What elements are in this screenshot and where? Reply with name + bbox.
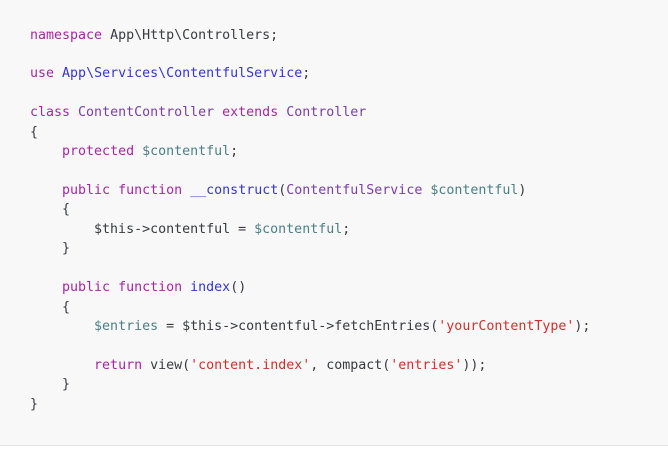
- code-token-str: 'entries': [390, 357, 463, 373]
- code-token-plain: }: [30, 241, 71, 257]
- code-line: [30, 162, 590, 181]
- code-token-cls: ContentfulService: [286, 183, 423, 198]
- code-token-kw: return: [94, 357, 143, 373]
- code-token-plain: ;: [342, 221, 351, 237]
- code-token-plain: (): [230, 280, 247, 296]
- code-line: {: [30, 298, 590, 317]
- code-token-kw: public: [62, 183, 111, 198]
- code-line: }: [30, 239, 590, 258]
- code-line: $this->contentful = $contentful;: [30, 220, 590, 239]
- code-line: [30, 259, 590, 278]
- code-token-plain: (: [278, 183, 287, 198]
- code-content: namespace App\Http\Controllers; use App\S…: [30, 26, 590, 415]
- code-token-plain: [214, 105, 222, 120]
- code-token-kw: extends: [222, 105, 279, 121]
- code-token-plain: }: [30, 377, 71, 393]
- code-token-plain: $this->contentful =: [30, 221, 255, 237]
- code-line: }: [30, 395, 590, 414]
- code-token-plain: = $this->contentful->fetchEntries(: [158, 319, 439, 335]
- code-token-var: $contentful: [254, 221, 343, 237]
- code-token-kw: namespace: [30, 27, 103, 43]
- code-token-plain: [30, 319, 94, 334]
- code-token-fn: index: [190, 280, 231, 296]
- code-line: }: [30, 375, 590, 394]
- code-line: return view('content.index', compact('en…: [30, 356, 590, 375]
- code-token-var: $entries: [94, 319, 159, 335]
- code-token-plain: }: [30, 396, 39, 412]
- code-token-fn: __construct: [190, 183, 279, 198]
- code-line: use App\Services\ContentfulService;: [30, 64, 590, 83]
- code-token-plain: {: [30, 124, 39, 140]
- code-token-kw: class: [30, 105, 71, 121]
- code-token-plain: [30, 358, 94, 373]
- code-line: public function index(): [30, 278, 590, 297]
- code-token-plain: [110, 280, 118, 295]
- code-token-plain: App\Http\Controllers;: [102, 27, 279, 43]
- code-token-plain: [30, 183, 62, 198]
- code-token-plain: ): [518, 183, 527, 198]
- code-token-plain: );: [574, 319, 591, 335]
- code-line: [30, 45, 590, 64]
- code-token-plain: [182, 183, 190, 198]
- code-line: $entries = $this->contentful->fetchEntri…: [30, 317, 590, 336]
- code-line: {: [30, 200, 590, 219]
- code-line: {: [30, 123, 590, 142]
- code-token-ns: App\Services\ContentfulService: [62, 66, 303, 82]
- code-line: public function __construct(ContentfulSe…: [30, 181, 590, 200]
- code-token-plain: {: [30, 202, 71, 218]
- code-token-kw: protected: [62, 144, 135, 160]
- code-token-plain: ;: [230, 144, 239, 160]
- code-token-plain: view(: [142, 357, 191, 373]
- code-token-kw: public: [62, 280, 111, 296]
- code-line: [30, 337, 590, 356]
- code-token-kw: function: [118, 183, 183, 198]
- code-token-var: $contentful: [430, 183, 519, 198]
- code-token-plain: [134, 144, 142, 159]
- code-token-plain: [70, 105, 78, 120]
- code-token-str: 'yourContentType': [438, 319, 575, 335]
- code-token-plain: [30, 280, 62, 295]
- code-token-kw: use: [30, 66, 55, 82]
- code-line: class ContentController extends Controll…: [30, 103, 590, 122]
- code-token-plain: ;: [302, 66, 311, 82]
- code-line: [30, 84, 590, 103]
- code-token-plain: [54, 66, 62, 81]
- code-token-plain: [182, 280, 190, 295]
- code-token-cls: Controller: [286, 105, 367, 121]
- code-token-var: $contentful: [142, 144, 231, 160]
- code-token-plain: ));: [462, 357, 487, 373]
- code-token-plain: , compact(: [310, 357, 391, 373]
- code-token-plain: [110, 183, 118, 198]
- code-token-cls: ContentController: [78, 105, 215, 121]
- code-line: namespace App\Http\Controllers;: [30, 26, 590, 45]
- code-token-str: 'content.index': [190, 357, 311, 373]
- code-line: protected $contentful;: [30, 142, 590, 161]
- code-token-plain: [30, 144, 62, 159]
- code-token-kw: function: [118, 280, 183, 296]
- code-token-plain: {: [30, 299, 71, 315]
